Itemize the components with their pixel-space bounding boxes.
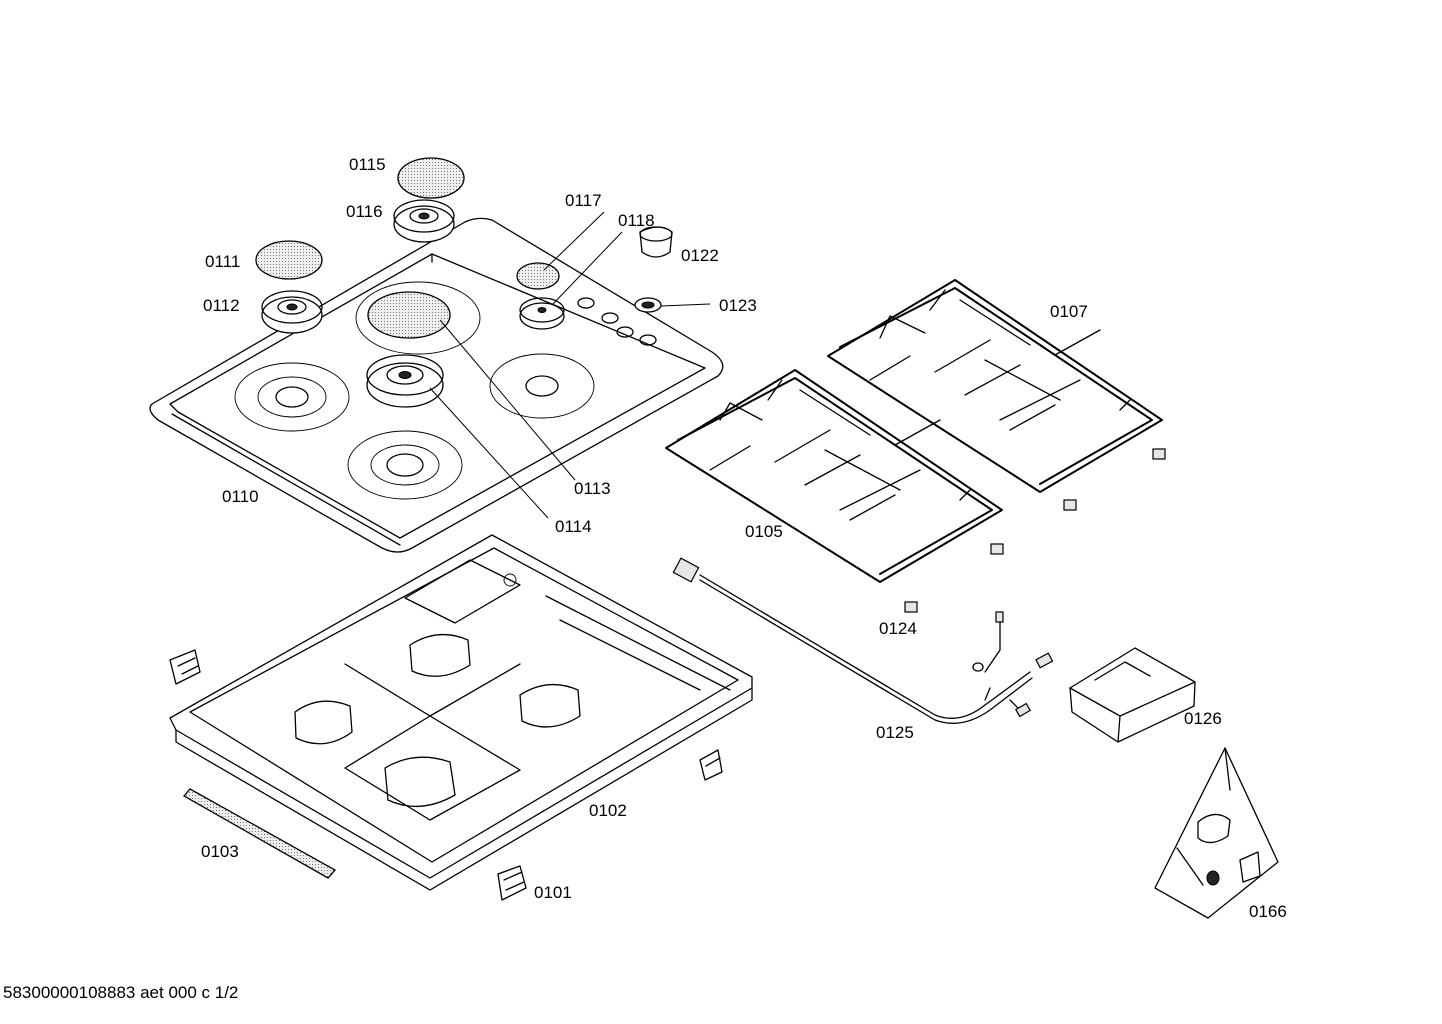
burner-cap-0111 [255,240,323,280]
seal-strip-0103 [182,788,337,879]
pan-support-grate-0105 [665,369,1003,583]
mounting-clip-left [169,649,201,685]
burner-cap-0117 [516,262,560,290]
mounting-clip-0101 [497,865,527,901]
label-0123: 0123 [719,296,757,315]
part-labels: 0115 0116 0111 0112 0117 0118 0122 0123 … [201,155,1287,921]
burner-crown-0112 [261,290,323,334]
burner-cap-0113 [367,291,451,339]
label-0124: 0124 [879,619,917,638]
label-0122: 0122 [681,246,719,265]
burner-cap-0115 [397,157,465,199]
label-0105: 0105 [745,522,783,541]
label-0110: 0110 [222,487,259,506]
label-0112: 0112 [203,296,240,315]
label-0114: 0114 [555,517,592,536]
label-0103: 0103 [201,842,239,861]
ignition-cable-0125 [672,557,1054,724]
label-0125: 0125 [876,723,914,742]
burner-crown-0114 [366,354,444,408]
label-0117: 0117 [565,191,602,210]
pan-support-grate-0107 [827,279,1163,493]
label-0113: 0113 [574,479,611,498]
label-0101: 0101 [534,883,572,902]
label-0126: 0126 [1184,709,1222,728]
label-0111: 0111 [205,252,240,271]
drawing-id-footer: 58300000108883 aet 000 c 1/2 [3,983,238,1002]
accessory-kit-bag-0166 [1154,747,1279,919]
burner-crown-0118 [519,297,565,330]
label-0102: 0102 [589,801,627,820]
grate-feet-0124 [904,448,1166,613]
label-0107: 0107 [1050,302,1088,321]
leader-lines [429,211,711,519]
burner-crown-0116 [393,199,455,243]
knob-bezel-0123 [634,297,662,313]
hob-bottom-tray [169,534,753,891]
control-knob-0122 [639,226,673,258]
electrical-box-0126 [1069,647,1196,743]
label-0118: 0118 [618,211,655,230]
label-0116: 0116 [346,202,383,221]
mounting-clip-right [699,749,723,781]
label-0115: 0115 [349,155,386,174]
label-0166: 0166 [1249,902,1287,921]
